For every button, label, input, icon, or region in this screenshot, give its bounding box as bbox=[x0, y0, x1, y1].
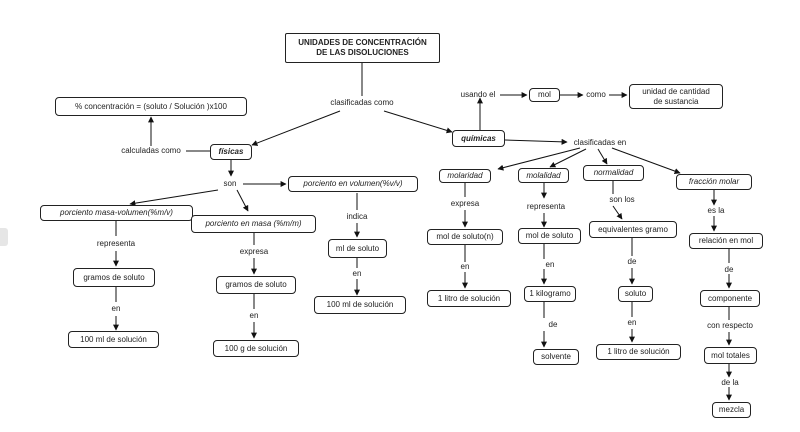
link-de-la: de la bbox=[721, 378, 739, 387]
node-normalidad[interactable]: normalidad bbox=[583, 165, 644, 181]
link-son-los: son los bbox=[609, 195, 635, 204]
link-representa-2: representa bbox=[526, 202, 566, 211]
node-soluto[interactable]: soluto bbox=[618, 286, 653, 302]
link-usando-el: usando el bbox=[460, 90, 496, 99]
node-molaridad[interactable]: molaridad bbox=[439, 169, 491, 183]
link-en-4: en bbox=[460, 262, 470, 271]
node-mol-totales[interactable]: mol totales bbox=[704, 347, 757, 364]
node-mezcla[interactable]: mezcla bbox=[712, 402, 751, 418]
node-mol-soluto-n[interactable]: mol de soluto(n) bbox=[427, 229, 503, 245]
node-mol[interactable]: mol bbox=[529, 88, 560, 102]
link-en-5: en bbox=[545, 260, 555, 269]
node-fraccion-molar[interactable]: fracción molar bbox=[676, 174, 752, 190]
node-gramos-soluto-1[interactable]: gramos de soluto bbox=[73, 268, 155, 287]
node-relacion-mol[interactable]: relación en mol bbox=[689, 233, 763, 249]
link-es-la: es la bbox=[707, 206, 725, 215]
link-como: como bbox=[586, 90, 606, 99]
node-ml-solucion-100[interactable]: 100 ml de solución bbox=[68, 331, 159, 348]
link-en-2: en bbox=[249, 311, 259, 320]
link-clasificadas-como: clasificadas como bbox=[330, 98, 394, 107]
link-clasificadas-en: clasificadas en bbox=[573, 138, 627, 147]
node-ml-solucion-100b[interactable]: 100 ml de solución bbox=[314, 296, 406, 314]
link-con-respecto: con respecto bbox=[707, 321, 753, 330]
unidad-line1: unidad de cantidad bbox=[642, 86, 710, 96]
title-node[interactable]: UNIDADES DE CONCENTRACIÓN DE LAS DISOLUC… bbox=[285, 33, 440, 63]
node-quimicas[interactable]: químicas bbox=[452, 130, 505, 147]
link-expresa-2: expresa bbox=[450, 199, 480, 208]
node-porciento-masa[interactable]: porciento en masa (%m/m) bbox=[191, 215, 316, 233]
node-kilogramo[interactable]: 1 kilogramo bbox=[524, 286, 576, 302]
node-porciento-masa-volumen[interactable]: porciento masa-volumen(%m/v) bbox=[40, 205, 193, 221]
node-litro-solucion-2[interactable]: 1 litro de solución bbox=[596, 344, 681, 360]
node-unidad-cantidad[interactable]: unidad de cantidad de sustancia bbox=[629, 84, 723, 109]
node-porciento-volumen[interactable]: porciento en volumen(%v/v) bbox=[288, 176, 418, 192]
node-litro-solucion-1[interactable]: 1 litro de solución bbox=[427, 290, 511, 307]
node-componente[interactable]: componente bbox=[700, 290, 760, 307]
link-en-6: en bbox=[627, 318, 637, 327]
link-son: son bbox=[223, 179, 237, 188]
title-line2: DE LAS DISOLUCIONES bbox=[316, 48, 409, 57]
node-molalidad[interactable]: molalidad bbox=[518, 168, 569, 183]
node-equivalentes[interactable]: equivalentes gramo bbox=[589, 221, 677, 238]
side-scroll-tab[interactable] bbox=[0, 228, 8, 246]
node-solvente[interactable]: solvente bbox=[533, 349, 579, 365]
link-en-1: en bbox=[111, 304, 121, 313]
link-calculadas-como: calculadas como bbox=[121, 146, 181, 155]
link-de-3: de bbox=[724, 265, 734, 274]
node-mol-soluto[interactable]: mol de soluto bbox=[518, 228, 581, 244]
node-fisicas[interactable]: físicas bbox=[210, 144, 252, 160]
link-de-2: de bbox=[627, 257, 637, 266]
node-ml-soluto[interactable]: ml de soluto bbox=[328, 239, 387, 258]
node-porcentaje-formula[interactable]: % concentración = (soluto / Solución )x1… bbox=[55, 97, 247, 116]
link-indica: indica bbox=[346, 212, 368, 221]
link-en-3: en bbox=[352, 269, 362, 278]
unidad-line2: de sustancia bbox=[653, 96, 699, 106]
node-gramos-soluto-2[interactable]: gramos de soluto bbox=[216, 276, 296, 294]
node-g-solucion-100[interactable]: 100 g de solución bbox=[213, 340, 299, 357]
link-expresa-1: expresa bbox=[239, 247, 269, 256]
link-de-1: de bbox=[548, 320, 558, 329]
title-line1: UNIDADES DE CONCENTRACIÓN bbox=[298, 38, 427, 47]
link-representa-1: representa bbox=[96, 239, 136, 248]
